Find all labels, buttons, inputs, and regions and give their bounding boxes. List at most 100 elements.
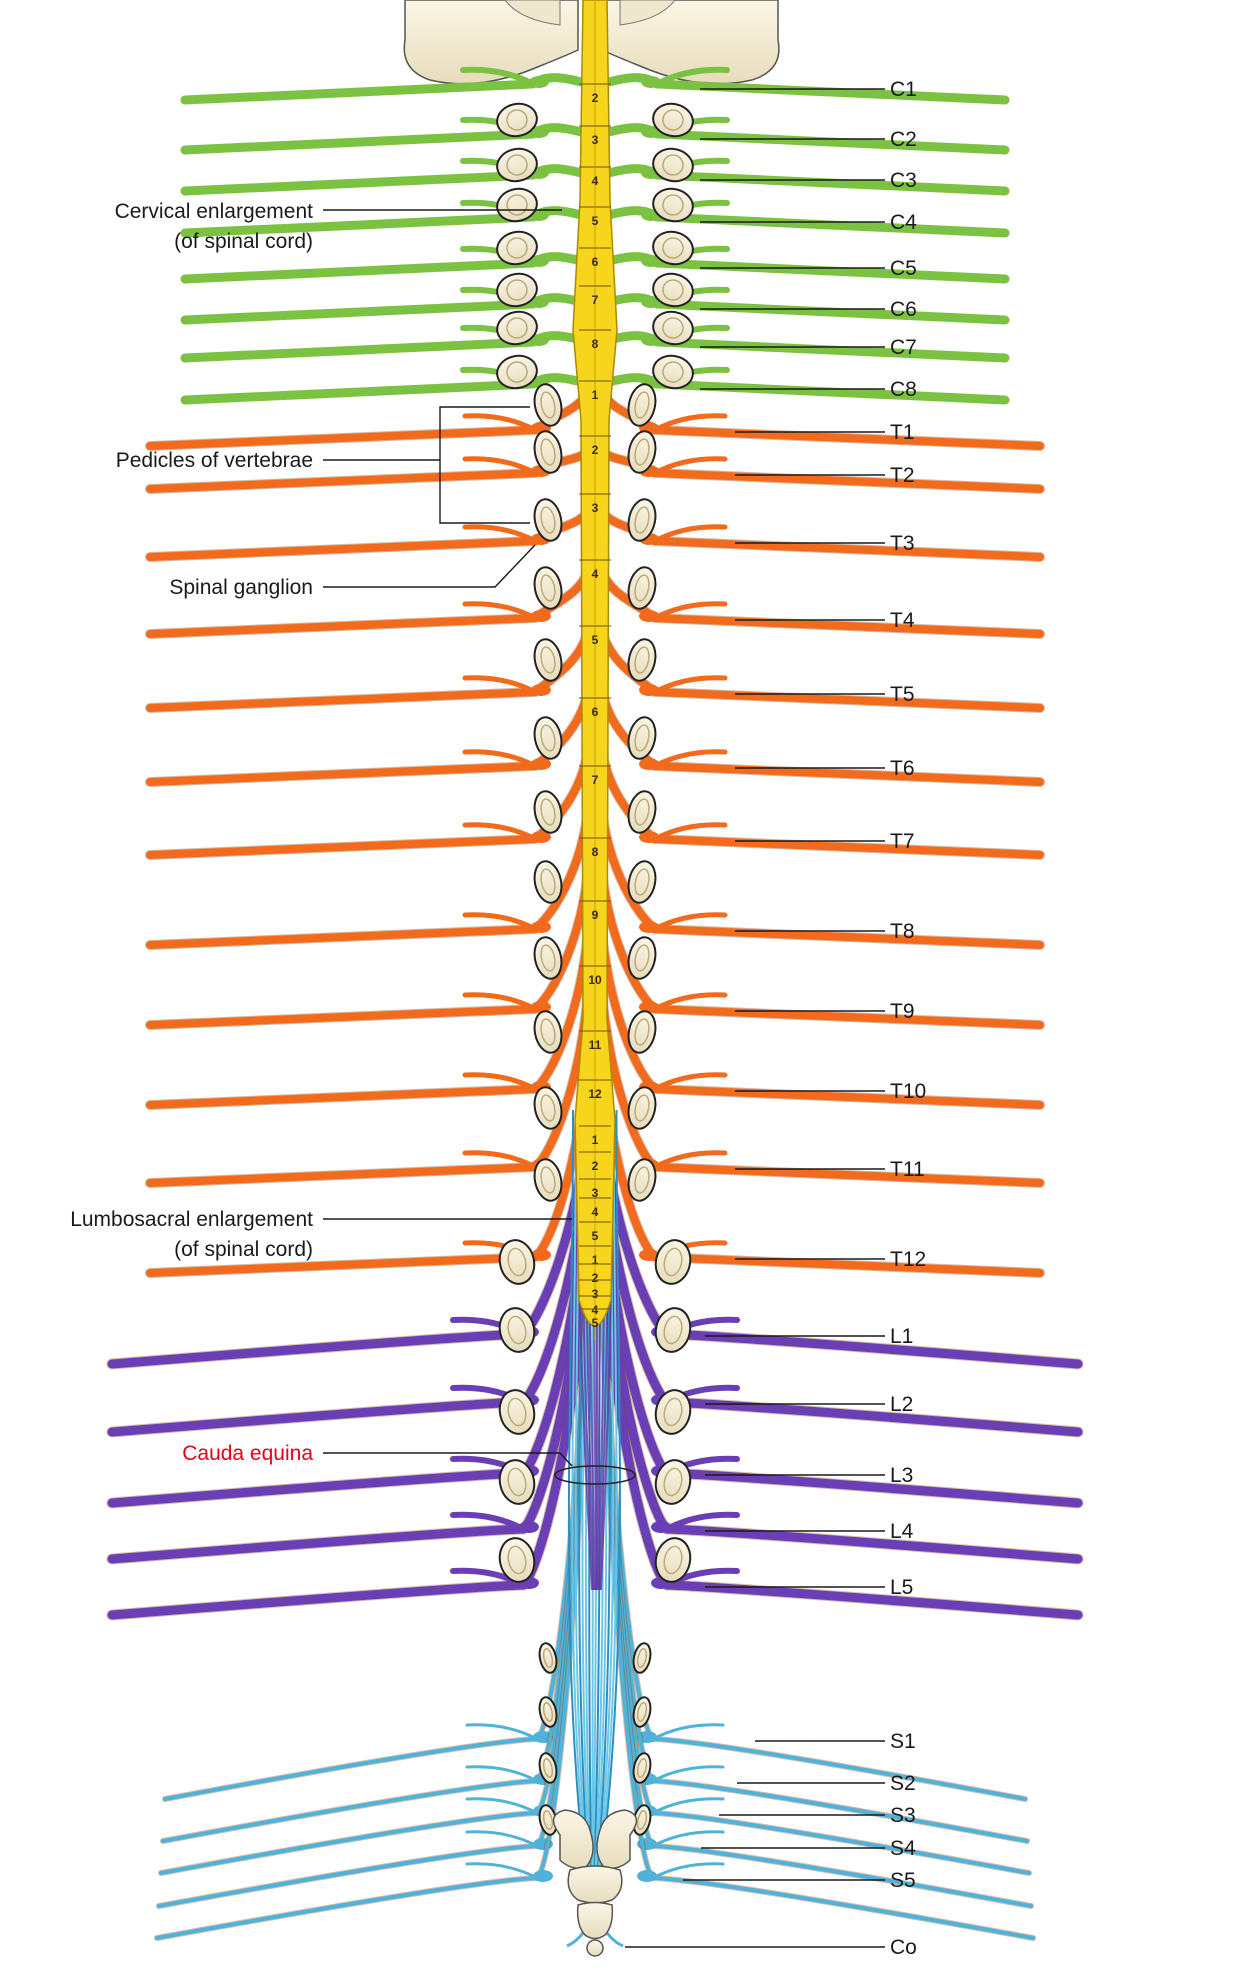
nerve-root-t9-right xyxy=(598,866,1044,1029)
vertebral-pedicle xyxy=(652,102,694,138)
nerve-branch-t6-left xyxy=(462,749,538,769)
cord-segment-label: 8 xyxy=(592,337,599,351)
leader-cauda-equina xyxy=(323,1452,573,1467)
vertebral-pedicle xyxy=(533,1010,563,1054)
cord-segment-label: 7 xyxy=(592,293,599,307)
vertebral-pedicle xyxy=(627,430,657,474)
cauda-equina-fiber xyxy=(596,1109,621,1901)
cauda-equina-label: Cauda equina xyxy=(182,1442,313,1465)
nerve-label-c1: C1 xyxy=(890,78,917,101)
nerve-root-t4-right xyxy=(598,566,1044,638)
spinal-ganglion-t12-left xyxy=(531,1249,551,1261)
nerve-label-c6: C6 xyxy=(890,298,917,321)
nerve-branch-t6-right xyxy=(652,749,728,769)
nerve-branch-c1-right xyxy=(654,66,730,87)
cord-segment-label: 5 xyxy=(592,1229,599,1243)
vertebral-pedicle xyxy=(654,1459,692,1505)
nerve-branch-t5-right xyxy=(652,675,728,695)
nerve-label-t7: T7 xyxy=(890,830,915,853)
nerve-label-c8: C8 xyxy=(890,378,917,401)
nerve-root-t2-left xyxy=(146,446,592,493)
vertebral-pedicle xyxy=(498,1307,536,1353)
vertebral-pedicle xyxy=(627,716,657,760)
nerve-branch-l4-left xyxy=(450,1511,526,1532)
cord-segment-label: 1 xyxy=(592,1133,599,1147)
cord-segment-label: 4 xyxy=(592,1303,599,1317)
vertebral-pedicle xyxy=(496,102,538,138)
nerve-root-t6-left xyxy=(146,686,592,786)
nerve-root-t8-left xyxy=(146,806,592,949)
nerve-branch-t2-right xyxy=(652,456,728,476)
nerve-root-c3-left xyxy=(180,164,593,196)
nerve-branch-t8-left xyxy=(462,912,538,932)
nerve-root-c2-left xyxy=(180,123,593,155)
nerve-root-c7-left xyxy=(180,331,593,363)
nerve-root-t8-right xyxy=(598,806,1044,949)
vertebral-pedicle xyxy=(533,1086,563,1130)
nerve-branch-t11-left xyxy=(462,1150,538,1170)
label-leader-lines xyxy=(323,88,885,1948)
cauda-equina-fiber xyxy=(571,1109,590,1901)
nerve-label-t8: T8 xyxy=(890,920,915,943)
nerve-label-t12: T12 xyxy=(890,1248,926,1271)
cord-segment-label: 9 xyxy=(592,908,599,922)
nerve-label-t10: T10 xyxy=(890,1080,926,1103)
spinal-ganglion-t12-right xyxy=(639,1249,659,1261)
vertebral-pedicle xyxy=(498,1239,536,1285)
vertebral-pedicle xyxy=(627,860,657,904)
nerve-root-t10-right xyxy=(598,926,1044,1109)
nerve-root-t4-left xyxy=(146,566,592,638)
nerve-root-c3-right xyxy=(597,164,1010,196)
vertebral-pedicle xyxy=(627,383,657,427)
cord-segment-label: 2 xyxy=(592,443,599,457)
leader-spinal-ganglion xyxy=(323,544,536,588)
vertebral-pedicle xyxy=(496,147,538,183)
vertebral-pedicles xyxy=(496,102,694,1836)
nerve-root-t11-left xyxy=(146,986,592,1187)
cervical-enlargement-label: Cervical enlargement xyxy=(115,200,314,223)
vertebral-pedicle xyxy=(627,790,657,834)
nerve-root-t6-right xyxy=(598,686,1044,786)
nerve-label-t3: T3 xyxy=(890,532,915,555)
nerve-root-c8-right xyxy=(597,373,1010,405)
spinal-ganglion-t7-left xyxy=(531,831,551,843)
nerve-label-c3: C3 xyxy=(890,169,917,192)
structure-labels: Cervical enlargement(of spinal cord)Pedi… xyxy=(70,200,313,1465)
vertebral-pedicle xyxy=(652,187,694,223)
nerve-root-c5-right xyxy=(597,252,1010,284)
nerve-root-c2-right xyxy=(597,123,1010,155)
nerve-branch-t4-left xyxy=(462,601,538,621)
spinal-ganglion-t9-left xyxy=(531,1001,551,1013)
vertebral-pedicle xyxy=(498,1459,536,1505)
vertebral-pedicle xyxy=(627,566,657,610)
spinal-ganglion-t8-right xyxy=(639,921,659,933)
nerve-label-t9: T9 xyxy=(890,1000,915,1023)
cord-segment-label: 6 xyxy=(592,255,599,269)
nerve-label-t4: T4 xyxy=(890,609,915,632)
vertebral-pedicle xyxy=(652,147,694,183)
cord-segment-label: 10 xyxy=(588,973,602,987)
vertebral-pedicle xyxy=(652,272,694,308)
cord-segment-label: 5 xyxy=(592,633,599,647)
nerve-branch-c1-left xyxy=(460,66,536,87)
nerve-branch-s2-left xyxy=(465,1765,539,1783)
vertebral-pedicle xyxy=(533,498,563,542)
nerve-label-t1: T1 xyxy=(890,421,915,444)
vertebral-pedicle xyxy=(533,790,563,834)
cord-segment-label: 2 xyxy=(592,1159,599,1173)
spinal-ganglion-c7-right xyxy=(641,334,661,346)
cord-segment-label: 4 xyxy=(592,567,599,581)
nerve-root-c4-right xyxy=(597,206,1010,238)
spinal-ganglion-t7-right xyxy=(639,831,659,843)
spinal-ganglion-c1-left xyxy=(529,76,549,88)
nerve-label-l3: L3 xyxy=(890,1464,913,1487)
spinal-ganglion-s5-left xyxy=(533,1870,553,1882)
nerve-root-t3-right xyxy=(598,506,1044,561)
nerve-root-c1-right xyxy=(597,73,1010,105)
nerve-root-c7-right xyxy=(597,331,1010,363)
nerve-branch-t10-right xyxy=(652,1072,728,1092)
nerve-branch-s1-right xyxy=(651,1723,725,1741)
nerve-branch-t7-right xyxy=(652,822,728,842)
spinal-ganglion-c2-left xyxy=(529,126,549,138)
nerve-root-t3-left xyxy=(146,506,592,561)
